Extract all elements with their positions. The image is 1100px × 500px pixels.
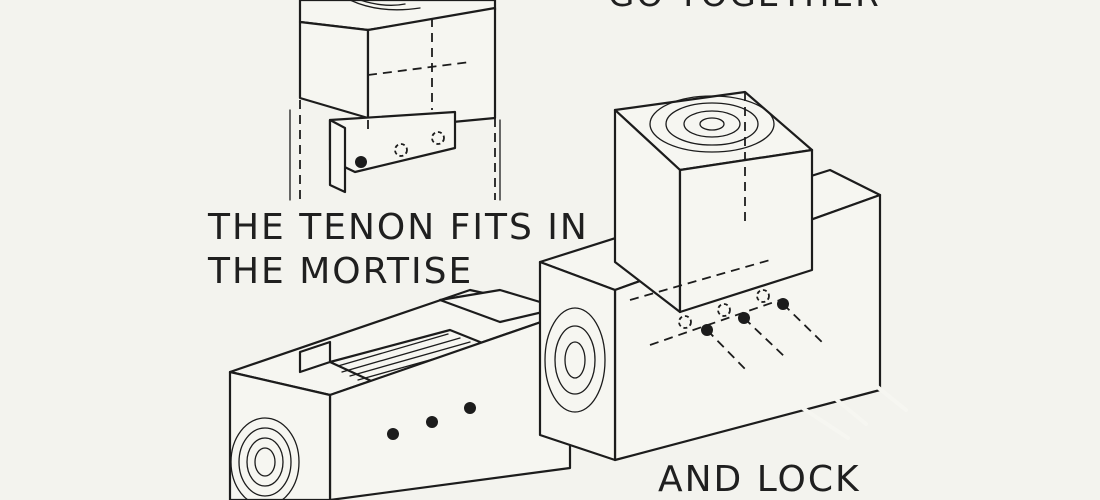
peg-hole — [464, 402, 476, 414]
peg-hole — [387, 428, 399, 440]
peg-hole — [756, 289, 770, 303]
assembled-joint — [538, 90, 882, 462]
peg — [784, 356, 868, 426]
caption-and-lock: AND LOCK — [658, 459, 861, 500]
end-grain-top-post — [349, 0, 421, 11]
peg-hole — [355, 156, 367, 168]
end-grain-beam — [544, 307, 606, 413]
peg-hole — [394, 143, 408, 157]
caption-go-together: GO TOGETHER — [608, 0, 881, 12]
mortise-beam — [228, 288, 572, 500]
tenon-post — [289, 0, 501, 201]
peg-hole — [717, 303, 731, 317]
end-grain-post — [649, 95, 775, 153]
end-grain-mortise-beam — [230, 417, 300, 500]
peg-hole — [431, 131, 445, 145]
caption-tenon-line-2: THE MORTISE — [208, 251, 474, 292]
peg-hole — [678, 315, 692, 329]
mortise-slot-shading — [337, 333, 481, 381]
peg-hole — [426, 416, 438, 428]
locking-pegs — [706, 303, 908, 440]
peg — [822, 342, 908, 412]
peg — [746, 370, 850, 440]
caption-tenon-line-1: THE TENON FITS IN — [208, 207, 589, 248]
